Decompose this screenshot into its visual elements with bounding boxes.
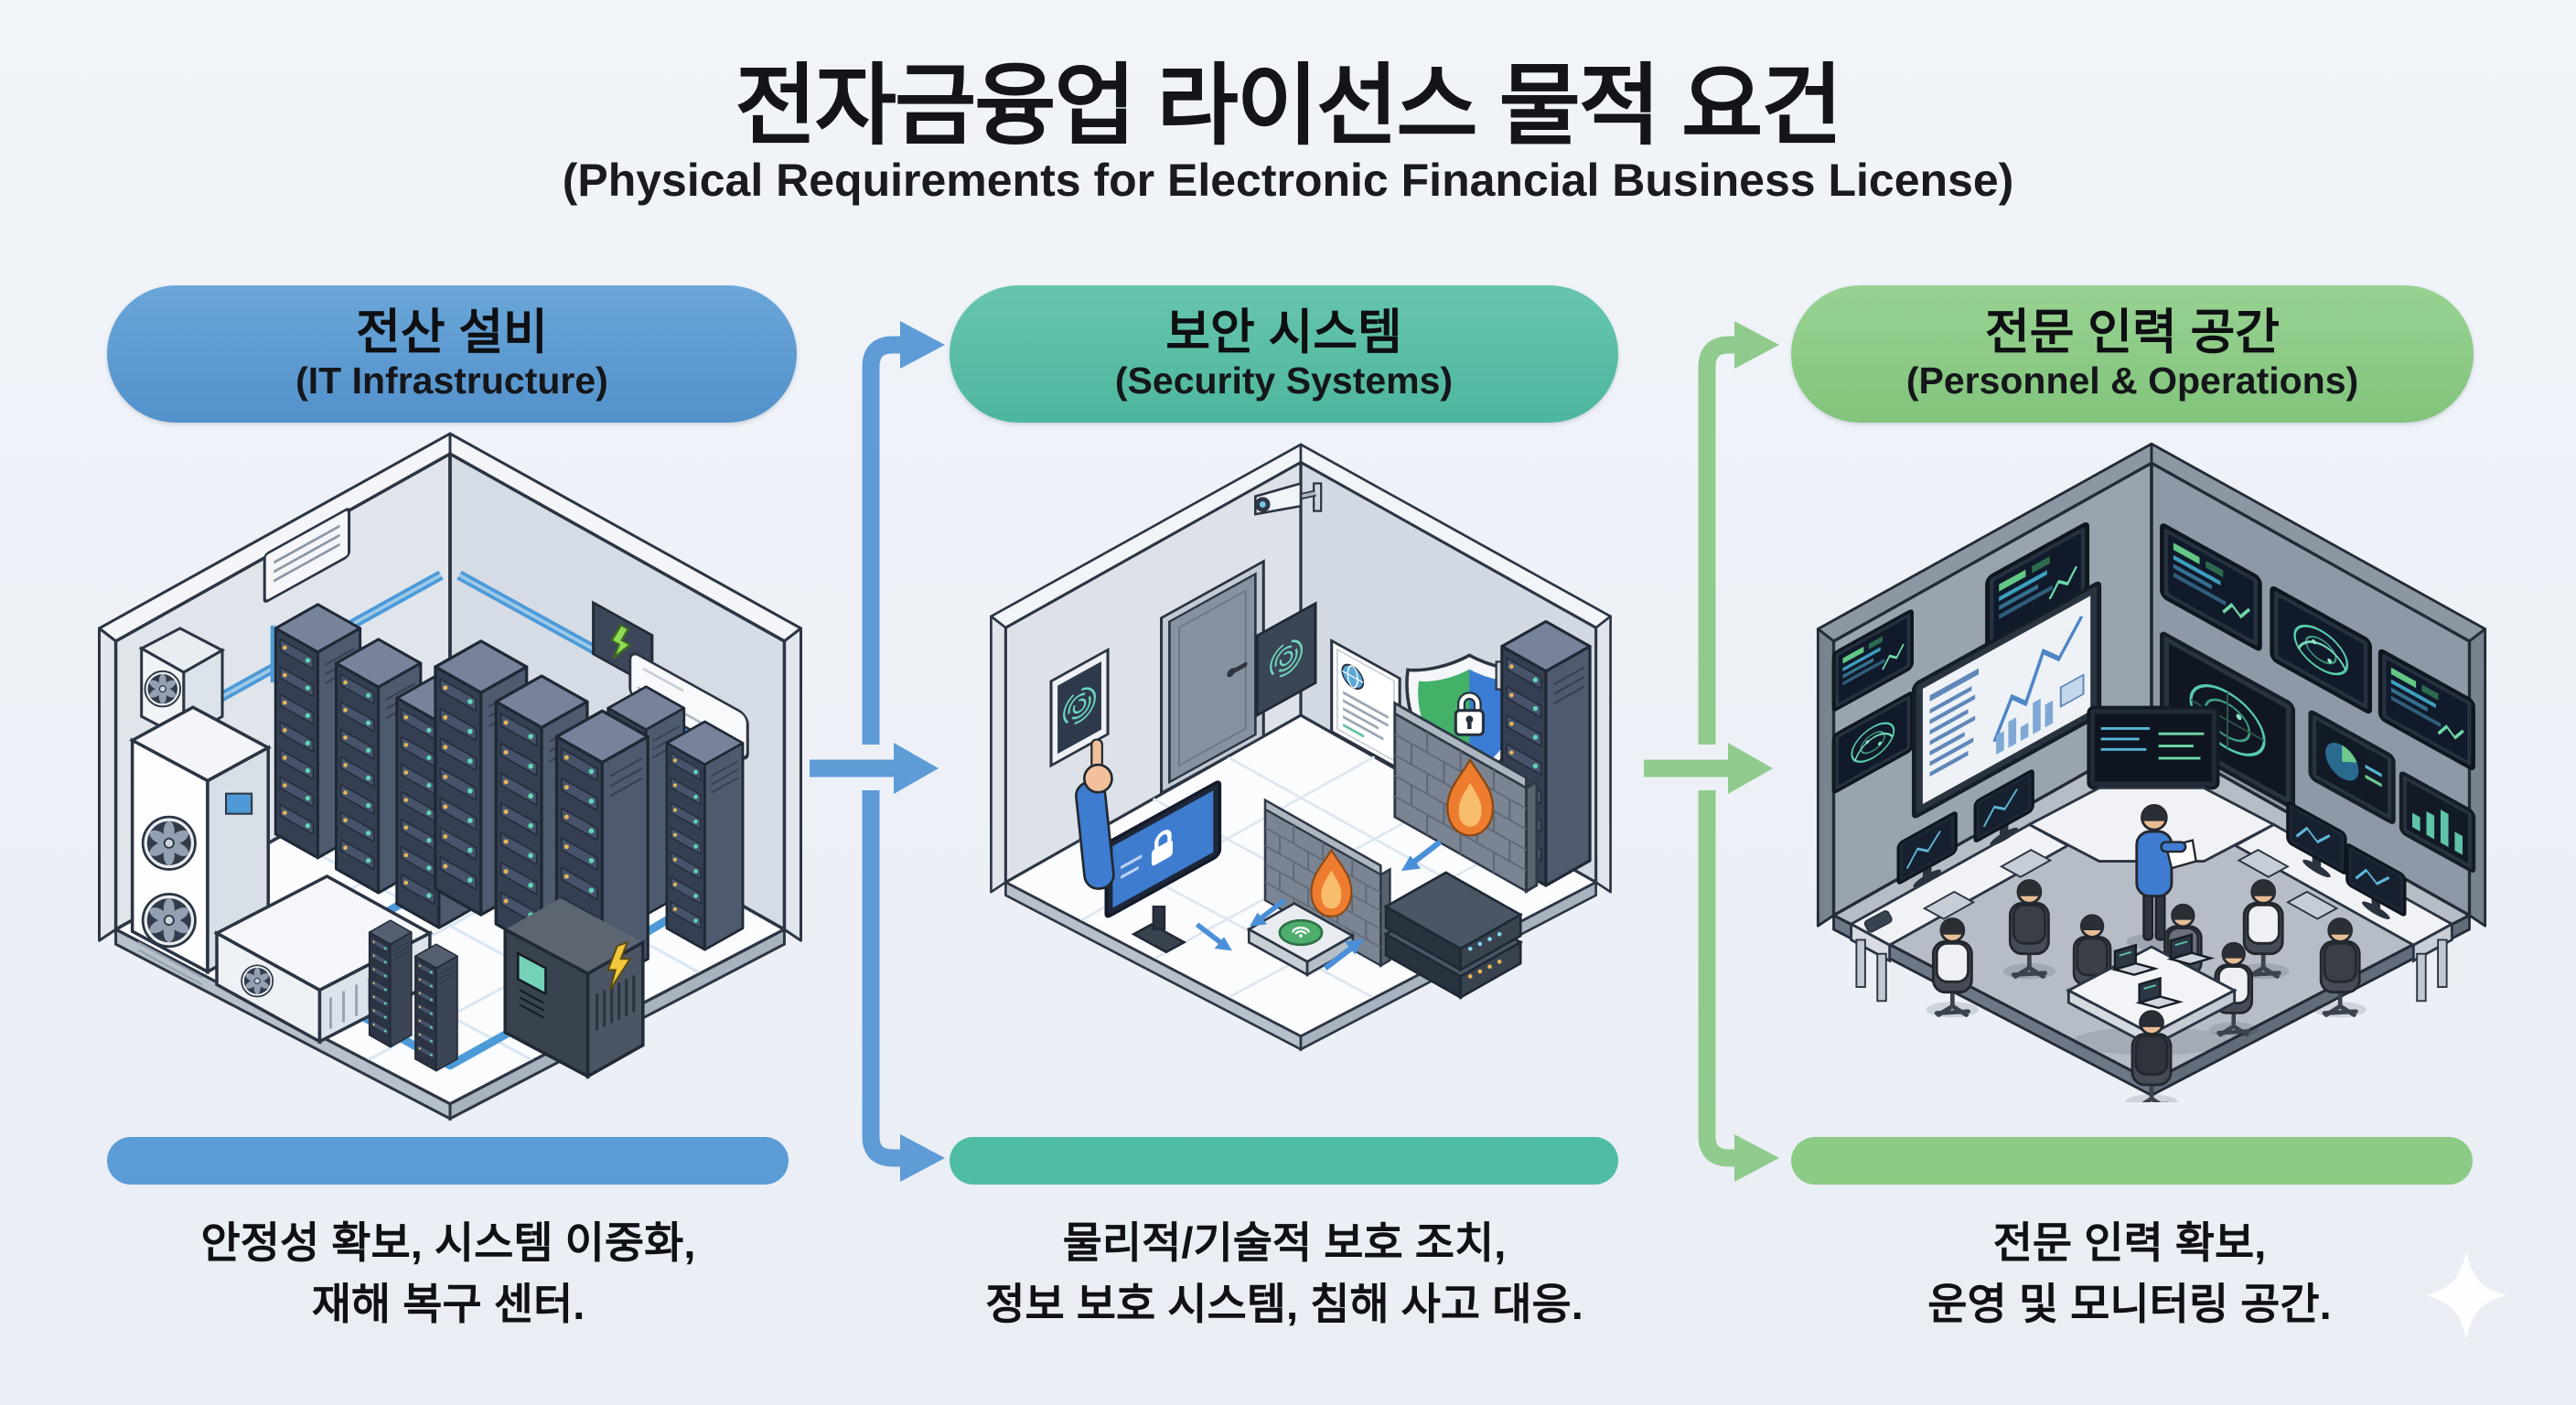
arrowhead-icon [900, 321, 945, 369]
section-title-korean: 전산 설비 [356, 306, 548, 360]
description-line: 재해 복구 센터. [311, 1279, 585, 1328]
network-switch-icon [1383, 871, 1523, 1000]
dashboard-chart-screen-icon [1911, 581, 2102, 819]
description-line: 정보 보호 시스템, 침해 사고 대응. [985, 1279, 1583, 1328]
description-line: 운영 및 모니터링 공간. [1927, 1279, 2332, 1328]
arrowhead-icon [894, 743, 939, 794]
description-line: 안정성 확보, 시스템 이중화, [200, 1218, 696, 1267]
arrowhead-icon [1734, 1134, 1779, 1182]
arrowhead-icon [1734, 321, 1779, 369]
section-title-korean: 전문 인력 공간 [1984, 306, 2280, 360]
meeting-table-icon [2067, 905, 2259, 1102]
section-description-it-infrastructure: 안정성 확보, 시스템 이중화, 재해 복구 센터. [82, 1213, 814, 1335]
illustration-operations-room [1818, 444, 2485, 1102]
illustration-security-room [991, 444, 1611, 1050]
section-title-english: (Security Systems) [1114, 359, 1454, 402]
section-header-personnel-operations: 전문 인력 공간 (Personnel & Operations) [1791, 285, 2474, 423]
pie-chart-screen-icon [2308, 710, 2396, 824]
section-description-security-systems: 물리적/기술적 보호 조치, 정보 보호 시스템, 침해 사고 대응. [918, 1213, 1650, 1335]
wall-vent-icon [263, 508, 351, 603]
fingerprint-plaque-icon [1255, 601, 1317, 718]
section-title-english: (IT Infrastructure) [295, 359, 608, 402]
page-title: 전자금융업 라이선스 물적 요건 [735, 56, 1843, 156]
security-certificate-icon [1330, 638, 1401, 772]
summary-bar-it-infrastructure [107, 1137, 789, 1185]
hand-touch-icon [1075, 738, 1115, 890]
radar-screen-icon [2160, 631, 2296, 810]
page-subtitle: (Physical Requirements for Electronic Fi… [562, 155, 2014, 206]
secure-door-icon [1159, 559, 1265, 796]
connector-security-to-personnel [1644, 321, 1779, 1182]
summary-bar-personnel-operations [1791, 1137, 2473, 1185]
section-title-english: (Personnel & Operations) [1905, 359, 2359, 402]
secure-hub-icon [1246, 902, 1356, 977]
bar-chart-screen-icon [2399, 771, 2476, 873]
ups-power-icon [503, 898, 645, 1079]
description-line: 전문 인력 확보, [1992, 1218, 2267, 1267]
illustration-server-room [99, 434, 801, 1119]
standing-supervisor-icon [2126, 804, 2198, 949]
fingerprint-scanner-icon [1049, 647, 1110, 768]
section-header-it-infrastructure: 전산 설비 (IT Infrastructure) [107, 285, 797, 423]
section-title-korean: 보안 시스템 [1165, 306, 1402, 360]
summary-bar-security-systems [950, 1137, 1618, 1185]
arrowhead-icon [900, 1134, 945, 1182]
section-description-personnel-operations: 전문 인력 확보, 운영 및 모니터링 공간. [1764, 1213, 2496, 1335]
keyboard-icon [1863, 849, 2339, 933]
lock-screen-monitor-icon [1104, 780, 1222, 954]
section-header-security-systems: 보안 시스템 (Security Systems) [950, 285, 1618, 423]
description-line: 물리적/기술적 보호 조치, [1062, 1218, 1507, 1267]
arrowhead-icon [1728, 743, 1773, 794]
corner-console-screen-icon [2087, 705, 2220, 811]
